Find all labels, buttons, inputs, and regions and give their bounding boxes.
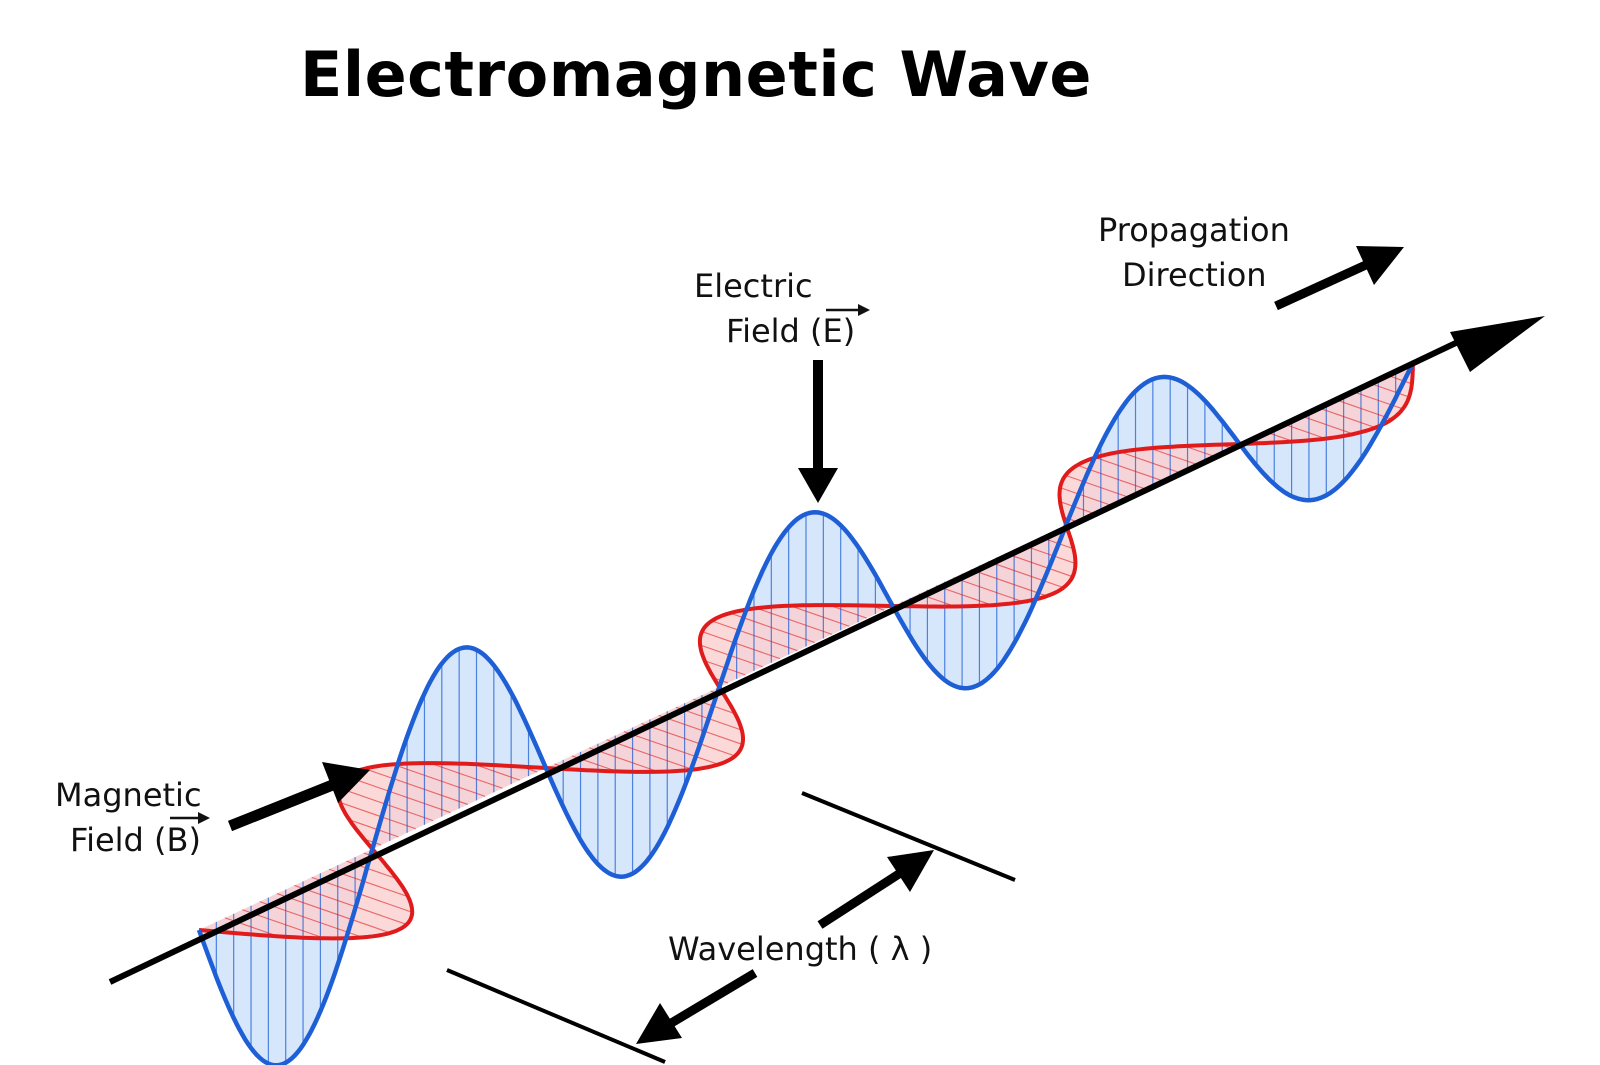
magnetic-vector-overbar-icon <box>170 812 210 824</box>
magnetic-hatch-line <box>429 762 503 789</box>
magnetic-hatch-line <box>364 768 468 805</box>
propagation-pointer-arrow-icon <box>1356 246 1404 285</box>
magnetic-hatch-line <box>1065 474 1128 498</box>
magnetic-wave-curve <box>198 362 1415 941</box>
magnetic-hatch-line <box>953 577 1024 603</box>
electric-label-line1: Electric <box>694 267 813 305</box>
magnetic-hatch-line <box>701 631 781 660</box>
magnetic-hatch-line <box>1369 382 1410 398</box>
magnetic-hatch-line <box>828 604 867 619</box>
wavelength-label: Wavelength ( λ ) <box>668 930 932 968</box>
electric-pointer-arrow-icon <box>798 468 838 503</box>
magnetic-hatch-line <box>276 893 391 934</box>
electric-vector-overbar-icon <box>826 304 870 316</box>
magnetic-hatch-line <box>294 884 407 925</box>
magnetic-hatch-line <box>970 569 1048 597</box>
magnetic-hatch-line <box>349 819 399 838</box>
wavelength-marker-end <box>801 791 1016 882</box>
magnetic-hatch-line <box>987 560 1064 589</box>
propagation-pointer-shaft <box>1274 259 1370 311</box>
magnetic-hatch-line <box>606 739 694 771</box>
magnetic-hatch-line <box>346 775 451 814</box>
magnetic-hatch-line <box>1022 544 1076 565</box>
magnetic-hatch-line <box>259 901 363 938</box>
magnetic-hatch-line <box>1005 552 1073 578</box>
electric-wave-curve <box>196 361 1416 1065</box>
magnetic-hatch-line <box>311 876 413 913</box>
magnetic-hatch-line <box>1300 415 1354 435</box>
wavelength-pointer-up-arrow-icon <box>887 850 934 892</box>
wavelength-pointer-down-arrow-icon <box>636 1003 682 1044</box>
magnetic-pointer-shaft <box>227 776 343 832</box>
magnetic-hatch-line <box>1059 501 1093 514</box>
magnetic-hatch-line <box>339 801 416 830</box>
magnetic-hatch-line <box>658 714 743 745</box>
propagation-label-line1: Propagation <box>1098 211 1290 249</box>
magnetic-hatch-line <box>1334 398 1393 420</box>
magnetic-hatch-line <box>473 763 521 781</box>
magnetic-hatch-line <box>756 607 833 635</box>
magnetic-hatch-line <box>1119 451 1180 473</box>
wavelength-pointer-up <box>817 866 908 929</box>
magnetic-hatch-line <box>392 763 486 797</box>
magnetic-hatch-line <box>935 585 993 606</box>
magnetic-hatch-line <box>711 620 798 652</box>
magnetic-hatch-line <box>1282 423 1326 440</box>
magnetic-hatch-line <box>1352 390 1404 410</box>
propagation-axis <box>108 338 1462 985</box>
magnetic-hatch-line <box>1149 447 1197 465</box>
page-title: Electromagnetic Wave <box>300 38 1092 111</box>
magnetic-hatch-line <box>789 605 850 627</box>
magnetic-hatch-line <box>623 731 719 765</box>
magnetic-hatch-line <box>1317 407 1376 429</box>
magnetic-label-line2: Field (B) <box>70 821 201 859</box>
wavelength-marker-start <box>446 968 666 1064</box>
axis-arrow-head-icon <box>1450 316 1545 372</box>
magnetic-pointer-arrow-icon <box>322 762 370 803</box>
electric-label-line2: Field (E) <box>726 312 855 350</box>
wavelength-pointer-down <box>665 969 758 1029</box>
magnetic-hatch-line <box>1095 456 1162 481</box>
magnetic-hatch-line <box>641 722 736 757</box>
magnetic-hatch-line <box>1059 487 1110 506</box>
magnetic-label-line1: Magnetic <box>55 776 202 814</box>
propagation-label-line2: Direction <box>1122 256 1267 294</box>
